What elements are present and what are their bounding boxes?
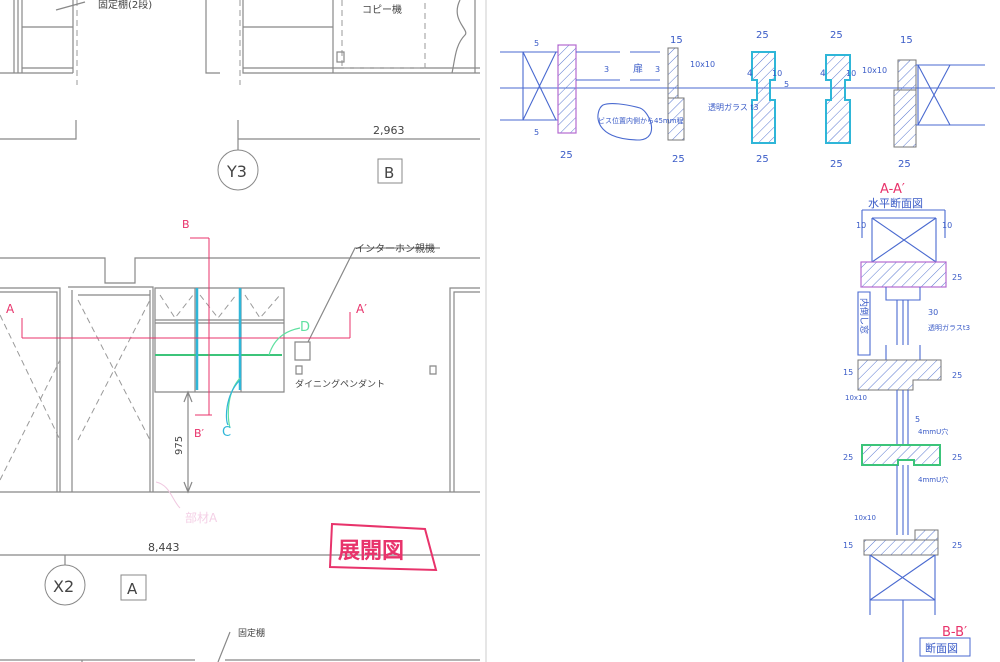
section-mark-b: B [182, 218, 190, 231]
glass-note: 透明ガラス t3 [708, 102, 759, 112]
section-title-aa: 水平断面図 [868, 196, 923, 210]
door-label: 扉 [633, 62, 643, 75]
glass-note-2: 透明ガラスt3 [928, 323, 970, 332]
wall-elevation [0, 237, 480, 662]
dim-text: 15 [670, 35, 683, 46]
hand-sketch-horizontal [500, 44, 995, 148]
dim-text: 3 [655, 65, 660, 74]
dim-text: 5 [534, 39, 539, 48]
dim-text: 25 [952, 273, 962, 282]
intercom-label: インターホン親機 [355, 242, 435, 255]
dim-text: 25 [952, 541, 962, 550]
grid-label-b: B [384, 164, 394, 182]
dim-text: 15 [843, 541, 853, 550]
dim-text: 30 [928, 308, 938, 317]
dim-text: 10 [772, 69, 782, 78]
elevation-stamp: 展開図 [328, 522, 438, 572]
hole-label: 4mmU穴 [918, 475, 948, 484]
dim-text: 25 [672, 154, 685, 165]
dim-text: 4 [820, 69, 826, 79]
section-mark-a-prime: A′ [356, 302, 367, 316]
section-label-aa: A-A′ [880, 182, 905, 197]
grid-label-y3: Y3 [226, 162, 247, 181]
fixed-shelf-label: 固定棚 [238, 627, 265, 639]
dim-text: 25 [952, 453, 962, 462]
copy-machine-label: コピー機 [362, 3, 402, 16]
dim-text: 10 [856, 221, 866, 230]
grid-label-a: A [127, 580, 138, 598]
dim-text: 25 [756, 154, 769, 165]
section-title-bb: 断面図 [925, 641, 958, 655]
stamp-text: 展開図 [338, 539, 404, 564]
dim-text: 25 [952, 371, 962, 380]
dim-text: 5 [534, 128, 539, 137]
dim-text: 15 [843, 368, 853, 377]
dim-text: 10 [942, 221, 952, 230]
section-label-bb: B-B′ [942, 625, 967, 640]
fillet-label: 10x10 [845, 394, 867, 402]
dim-text: 5 [915, 415, 920, 424]
dim-text: 5 [784, 80, 789, 89]
screw-note: ビス位置内側から45mm程 [598, 116, 684, 125]
dim-text: 25 [560, 150, 573, 161]
mark-c: C [222, 425, 231, 440]
dim-text: 4 [747, 69, 753, 79]
cad-elevation: 固定棚(2段) コピー機 2,963 Y3 B [0, 0, 480, 662]
dimension-2963: 2,963 [373, 124, 405, 137]
pendant-label: ダイニングペンダント [295, 378, 385, 390]
hole-label: 4mmU穴 [918, 427, 948, 436]
top-cabinets [0, 0, 480, 191]
tilt-window-label: 内倒し窓 [858, 298, 870, 334]
shelf-label-2tier: 固定棚(2段) [98, 0, 152, 11]
fillet-label: 10x10 [690, 60, 715, 69]
member-a-label: 部材A [185, 510, 218, 525]
mark-d: D [300, 320, 310, 335]
section-mark-a: A [6, 302, 15, 316]
hand-sketch-vertical [857, 209, 947, 662]
fillet-label: 10x10 [862, 66, 887, 75]
section-mark-b-prime: B′ [194, 427, 205, 440]
grid-label-x2: X2 [53, 577, 74, 596]
dim-text: 25 [843, 453, 853, 462]
section-title-box [919, 637, 971, 657]
dim-text: 25 [898, 159, 911, 170]
dimension-8443: 8,443 [148, 541, 180, 554]
dim-text: 10 [846, 69, 856, 78]
dim-text: 3 [604, 65, 609, 74]
dim-text: 25 [756, 30, 769, 41]
dim-text: 25 [830, 159, 843, 170]
sketch-dims-top: 25 15 25 25 25 25 25 15 25 5 5 3 3 4 10 … [534, 30, 913, 170]
dim-text: 15 [900, 35, 913, 46]
dim-text: 25 [830, 30, 843, 41]
dimension-975: 975 [174, 436, 185, 455]
fillet-label: 10x10 [854, 514, 876, 522]
